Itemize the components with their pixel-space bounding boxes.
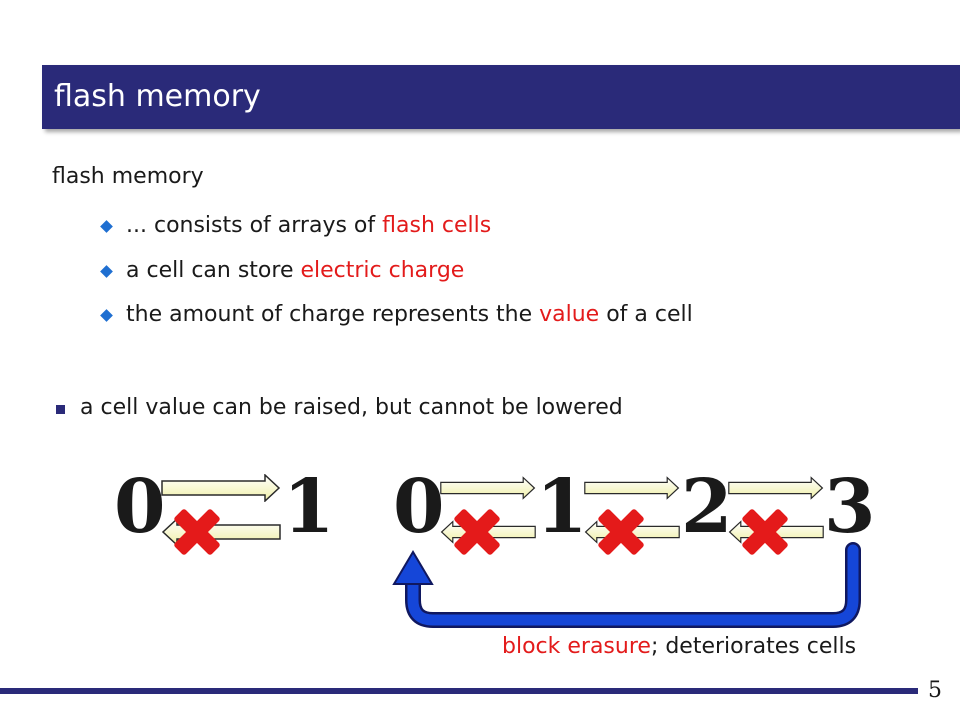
footer-line: [0, 688, 918, 694]
right-arrow-icon: [584, 476, 680, 500]
bullet-text-post: of a cell: [599, 302, 693, 327]
main-point-text: a cell value can be raised, but cannot b…: [80, 395, 623, 420]
caption-rest: ; deteriorates cells: [650, 634, 857, 659]
bullet-text: the amount of charge represents the valu…: [126, 302, 693, 327]
bullet-text: a cell can store electric charge: [126, 258, 464, 283]
bullet-highlight: flash cells: [382, 213, 492, 238]
caption: block erasure; deteriorates cells: [502, 634, 856, 659]
bullet-text: ... consists of arrays of flash cells: [126, 213, 491, 238]
subtitle: flash memory: [52, 164, 204, 189]
bullet-text-pre: the amount of charge represents the: [126, 302, 540, 327]
digit-2: 2: [681, 464, 733, 550]
bullet-text-pre: ... consists of arrays of: [126, 213, 383, 238]
digit-0-a: 0: [114, 464, 166, 550]
digit-1-a: 1: [283, 464, 335, 550]
bullet-highlight: electric charge: [300, 258, 465, 283]
digit-1-b: 1: [536, 464, 588, 550]
caption-highlight: block erasure: [502, 634, 651, 659]
bullet-highlight: value: [539, 302, 600, 327]
slide-title: flash memory: [54, 79, 261, 114]
digit-0-b: 0: [393, 464, 445, 550]
bullet-text-pre: a cell can store: [126, 258, 301, 283]
square-bullet-icon: [56, 405, 65, 414]
right-arrow-icon: [728, 476, 824, 500]
right-arrow-icon: [440, 476, 536, 500]
return-arrow-icon: [392, 542, 861, 628]
digit-3: 3: [824, 464, 876, 550]
title-bar: flash memory: [42, 65, 960, 129]
page-number: 5: [928, 678, 942, 703]
right-arrow-icon: [161, 474, 280, 502]
